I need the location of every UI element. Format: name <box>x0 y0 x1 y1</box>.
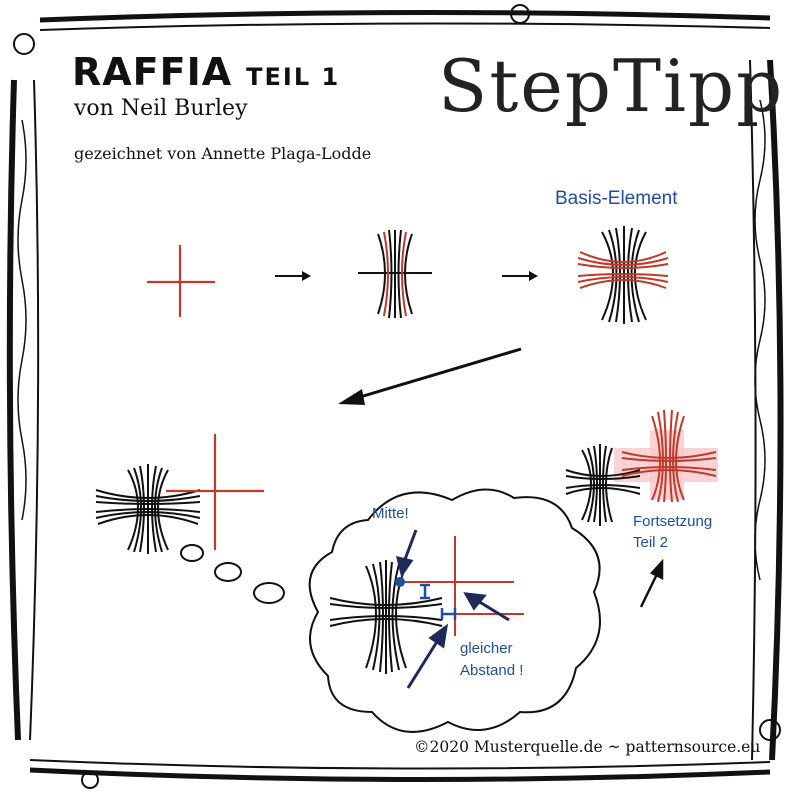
arrow-1 <box>275 271 311 281</box>
page-title: RAFFIA TEIL 1 <box>72 50 340 94</box>
basis-element <box>577 226 669 324</box>
label-basis-element: Basis-Element <box>555 188 678 209</box>
step5-element <box>565 409 718 526</box>
step2-element <box>358 229 432 319</box>
label-fortsetzung: Fortsetzung <box>633 513 713 530</box>
step4-element <box>95 434 264 554</box>
drawn-by-line: gezeichnet von Annette Plaga-Lodde <box>74 144 372 163</box>
decorative-frame <box>6 4 784 789</box>
arrow-2 <box>502 271 538 281</box>
thought-bubbles <box>180 544 285 604</box>
label-mitte: Mitte! <box>372 505 409 522</box>
copyright-notice: ©2020 Musterquelle.de ~ patternsource.eu <box>414 738 761 756</box>
cloud-arrows <box>395 529 510 689</box>
label-abstand: Abstand ! <box>460 662 524 679</box>
steptipp-logo: StepTipp <box>438 44 785 128</box>
arrow-diagonal <box>338 347 522 405</box>
fortsetzung-arrow <box>639 558 664 608</box>
step1-cross <box>147 245 215 317</box>
label-teil-2: Teil 2 <box>633 534 669 551</box>
part-label: TEIL 1 <box>246 63 341 91</box>
author-line: von Neil Burley <box>74 96 248 121</box>
title-text: RAFFIA <box>72 50 233 94</box>
label-gleicher: gleicher <box>460 640 513 657</box>
